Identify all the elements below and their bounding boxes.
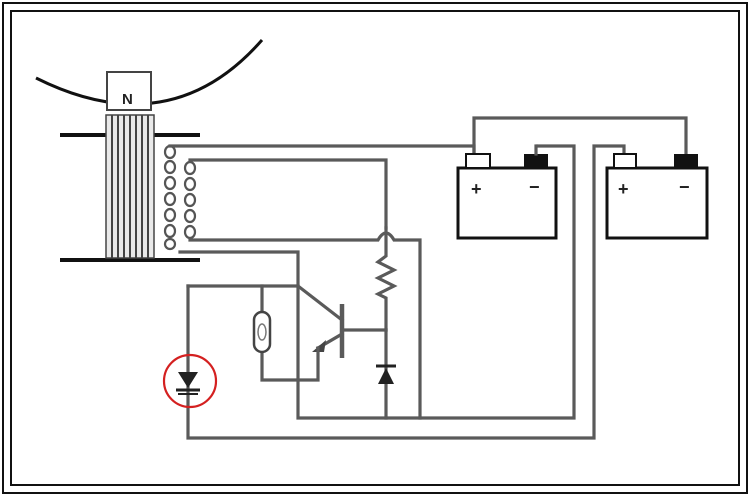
resistor: [374, 226, 398, 332]
battery-left-neg-label: −: [529, 177, 540, 197]
battery-right: + −: [605, 153, 709, 240]
diode-left: [176, 372, 200, 395]
left-branch-wire: [186, 144, 626, 440]
frame-inner: [10, 10, 740, 486]
diode-right: [376, 364, 396, 384]
battery-right-pos-label: +: [618, 179, 629, 199]
magnet-pole-label: N: [122, 91, 133, 108]
secondary-coil: [183, 160, 197, 240]
sensor-element: [252, 310, 272, 354]
rotor-arc: [35, 39, 264, 106]
battery-left-pos-label: +: [471, 179, 482, 199]
core-laminations: [105, 114, 155, 259]
battery-right-neg-label: −: [679, 177, 690, 197]
coil-lead-mid: [188, 158, 388, 230]
magnet-pole: N: [106, 71, 152, 111]
battery-link-wire: [472, 116, 688, 156]
battery-left: + −: [456, 153, 558, 240]
transistor: [295, 283, 388, 358]
primary-coil: [163, 144, 177, 251]
sensor-wire-low: [260, 346, 320, 382]
highlight-circle: [162, 353, 218, 409]
coil-lead-lower: [178, 144, 576, 420]
